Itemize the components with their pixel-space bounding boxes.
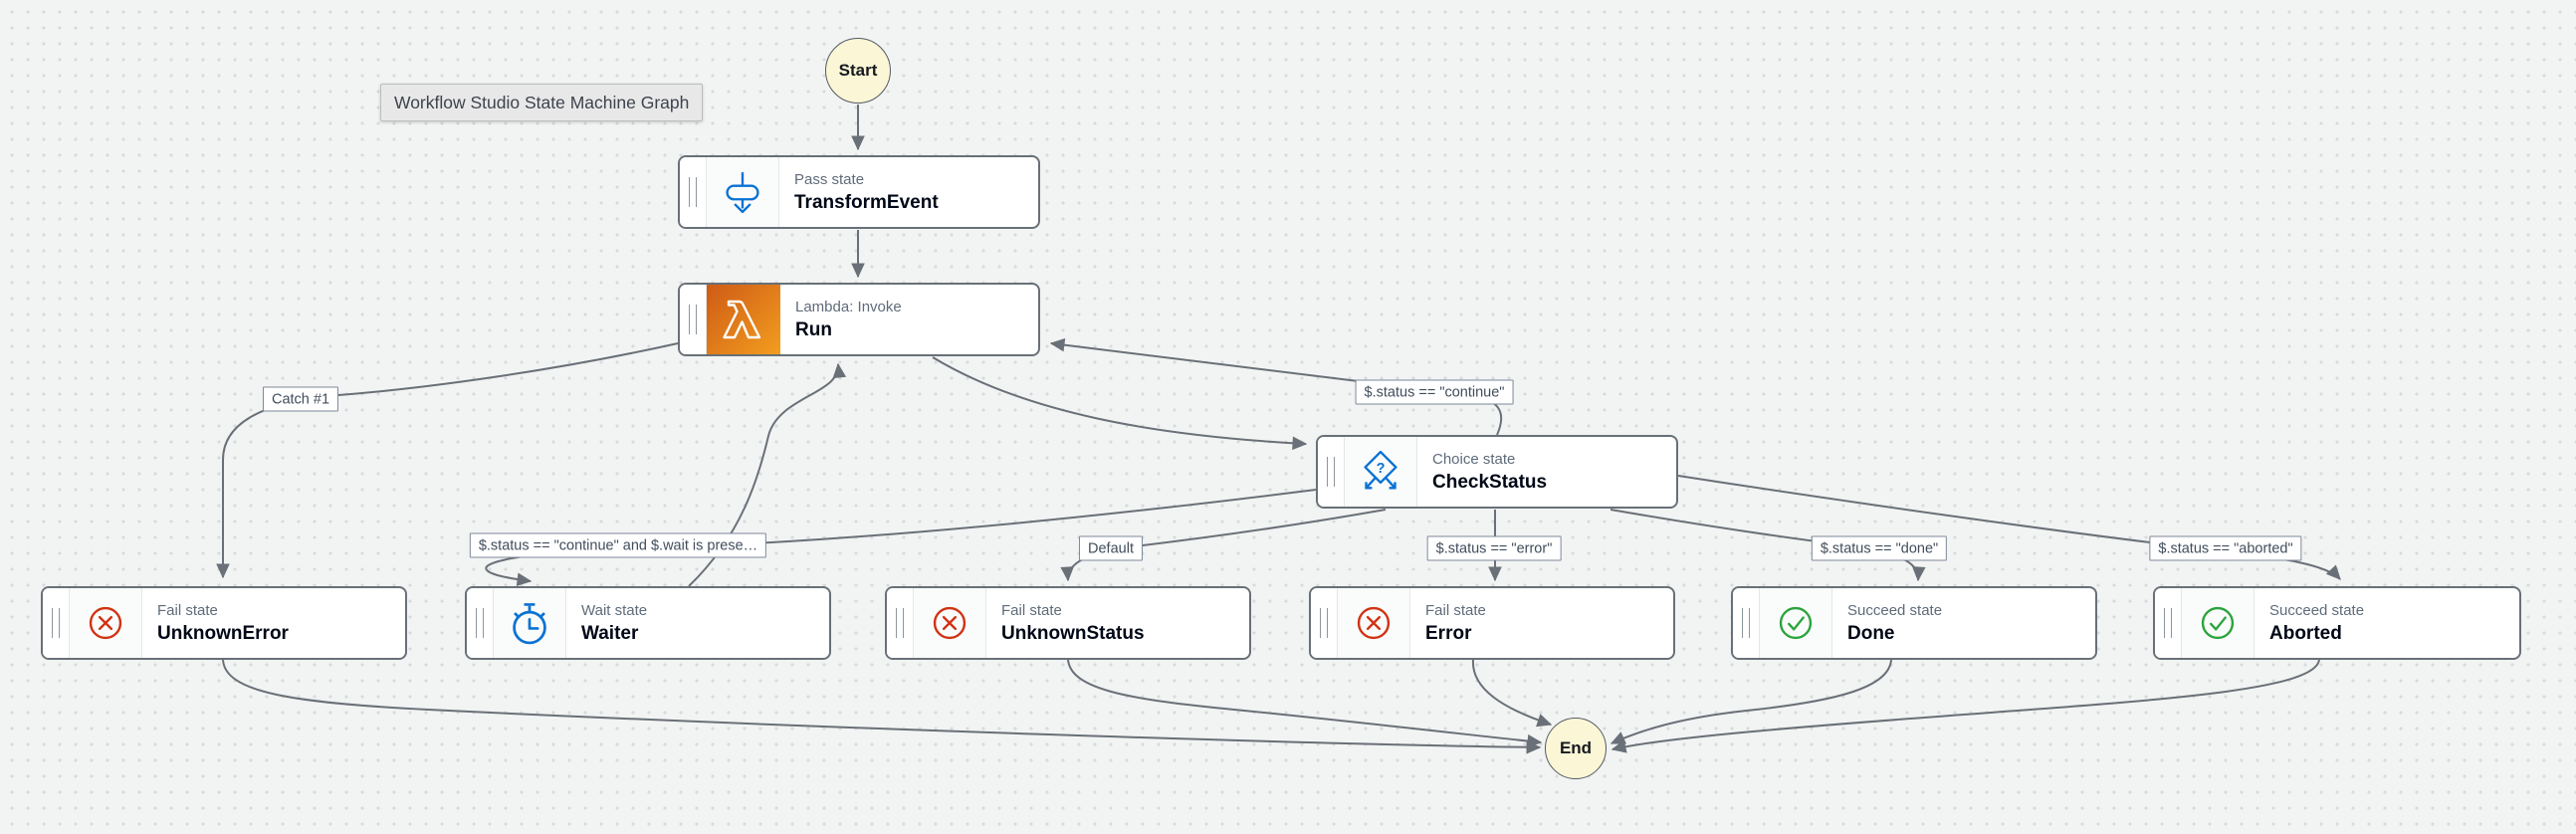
state-name: Run [795, 318, 832, 340]
edge-label-status-done: $.status == "done" [1811, 535, 1948, 561]
state-node-checkstatus[interactable]: ? Choice state CheckStatus [1316, 435, 1678, 509]
succeed-icon [1760, 588, 1832, 658]
drag-handle[interactable] [680, 157, 707, 227]
state-type: Choice state [1432, 450, 1516, 468]
fail-icon [1338, 588, 1410, 658]
state-node-transformevent[interactable]: Pass state TransformEvent [678, 155, 1040, 229]
state-type: Succeed state [2269, 601, 2365, 619]
edge-unknownstatus-to-end [1067, 659, 1543, 748]
edge-run-to-checkstatus [932, 356, 1308, 451]
state-node-done[interactable]: Succeed state Done [1731, 586, 2097, 660]
state-type: Succeed state [1847, 601, 1943, 619]
start-node: Start [825, 38, 891, 104]
state-node-waiter[interactable]: Wait state Waiter [465, 586, 831, 660]
pass-icon [707, 157, 779, 227]
edge-checkstatus-to-aborted [1677, 475, 2341, 580]
state-type: Wait state [581, 601, 648, 619]
edge-label-status-continue: $.status == "continue" [1355, 379, 1514, 405]
state-name: UnknownStatus [1001, 622, 1145, 644]
drag-handle[interactable] [1733, 588, 1760, 658]
edge-label-status-error: $.status == "error" [1426, 535, 1562, 561]
state-name: Aborted [2269, 622, 2342, 644]
state-name: Done [1847, 622, 1895, 644]
state-type: Fail state [157, 601, 218, 619]
fail-icon [70, 588, 142, 658]
state-node-run[interactable]: Lambda: Invoke Run [678, 283, 1040, 356]
state-node-unknownstatus[interactable]: Fail state UnknownStatus [885, 586, 1251, 660]
edge-done-to-end [1610, 659, 1892, 744]
state-type: Lambda: Invoke [795, 298, 902, 315]
drag-handle[interactable] [1318, 437, 1345, 507]
edge-label-default: Default [1079, 535, 1143, 561]
drag-handle[interactable] [467, 588, 494, 658]
state-type: Pass state [794, 170, 865, 188]
edge-aborted-to-end [1610, 659, 2320, 753]
state-type: Fail state [1425, 601, 1486, 619]
wait-icon [494, 588, 566, 658]
state-node-aborted[interactable]: Succeed state Aborted [2153, 586, 2521, 660]
state-name: Error [1425, 622, 1472, 644]
drag-handle[interactable] [2155, 588, 2182, 658]
edge-unknownerror-to-end [222, 659, 1542, 754]
state-name: TransformEvent [794, 191, 939, 213]
svg-text:?: ? [1377, 461, 1386, 477]
state-node-error[interactable]: Fail state Error [1309, 586, 1675, 660]
edge-label-catch-1: Catch #1 [262, 386, 339, 412]
state-node-unknownerror[interactable]: Fail state UnknownError [41, 586, 407, 660]
drag-handle[interactable] [43, 588, 70, 658]
edge-error-to-end [1471, 659, 1553, 728]
drag-handle[interactable] [887, 588, 914, 658]
state-type: Fail state [1001, 601, 1062, 619]
drag-handle[interactable] [1311, 588, 1338, 658]
edge-label-status-continue-wait: $.status == "continue" and $.wait is pre… [469, 532, 767, 558]
end-node: End [1545, 718, 1607, 779]
edge-label-status-aborted: $.status == "aborted" [2149, 535, 2302, 561]
drag-handle[interactable] [680, 285, 707, 354]
succeed-icon [2182, 588, 2254, 658]
lambda-icon [707, 285, 780, 354]
state-name: Waiter [581, 622, 639, 644]
fail-icon [914, 588, 986, 658]
state-name: UnknownError [157, 622, 289, 644]
state-name: CheckStatus [1432, 471, 1548, 493]
choice-icon: ? [1345, 437, 1417, 507]
end-label: End [1559, 738, 1593, 757]
graph-tooltip: Workflow Studio State Machine Graph [380, 84, 704, 121]
start-label: Start [838, 61, 878, 80]
